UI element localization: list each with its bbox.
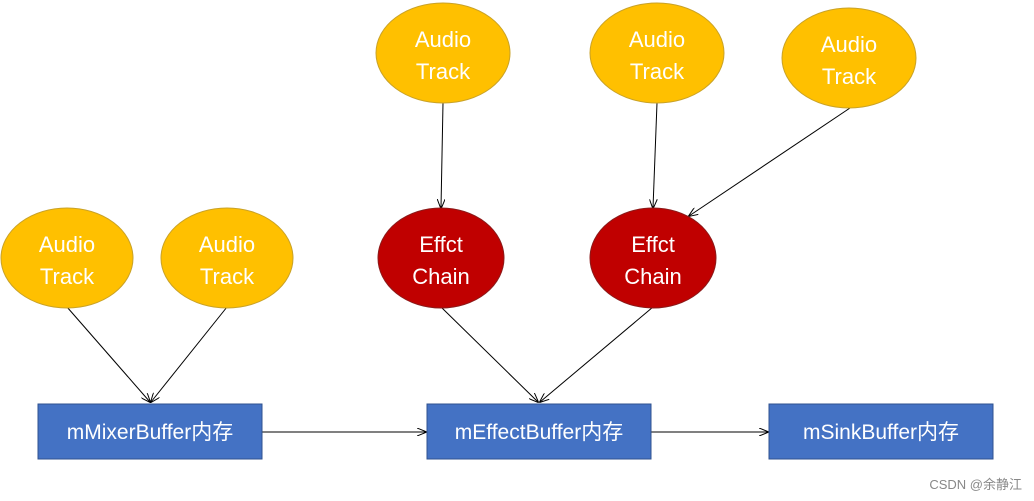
node-label: Track <box>40 264 95 289</box>
audio-track-node: Audio Track <box>589 2 725 104</box>
node-label: Audio <box>629 27 685 52</box>
watermark-text: CSDN @余静江 <box>929 477 1022 492</box>
arrow-track-top3-to-effect2 <box>689 107 851 216</box>
buffer-label: mSinkBuffer内存 <box>803 421 959 444</box>
buffer-label: mMixerBuffer内存 <box>67 421 233 444</box>
audio-track-node: Audio Track <box>160 207 294 309</box>
arrow-track-top1-to-effect1 <box>441 102 443 208</box>
arrow-track-top2-to-effect2 <box>653 102 658 208</box>
node-label: Chain <box>624 264 681 289</box>
arrow-effect2-to-effect-buffer <box>540 306 654 402</box>
audio-track-node: Audio Track <box>0 207 134 309</box>
node-label: Track <box>630 59 685 84</box>
buffer-label: mEffectBuffer内存 <box>455 421 623 444</box>
effect-chain-node: Effct Chain <box>377 207 505 309</box>
node-label: Audio <box>39 232 95 257</box>
effect-buffer-box: mEffectBuffer内存 <box>426 403 652 460</box>
node-label: Audio <box>415 27 471 52</box>
node-label: Effct <box>631 232 675 257</box>
node-label: Audio <box>821 32 877 57</box>
sink-buffer-box: mSinkBuffer内存 <box>768 403 994 460</box>
effect-chain-node: Effct Chain <box>589 207 717 309</box>
node-label: Track <box>822 64 877 89</box>
audio-track-node: Audio Track <box>781 7 917 109</box>
arrow-track-left2-to-mixer <box>151 306 228 402</box>
arrow-effect1-to-effect-buffer <box>440 306 538 402</box>
mixer-buffer-box: mMixerBuffer内存 <box>37 403 263 460</box>
node-label: Track <box>200 264 255 289</box>
node-label: Effct <box>419 232 463 257</box>
audio-track-node: Audio Track <box>375 2 511 104</box>
node-label: Audio <box>199 232 255 257</box>
node-label: Chain <box>412 264 469 289</box>
arrow-track-left1-to-mixer <box>66 306 150 402</box>
arrows <box>66 102 851 432</box>
node-label: Track <box>416 59 471 84</box>
